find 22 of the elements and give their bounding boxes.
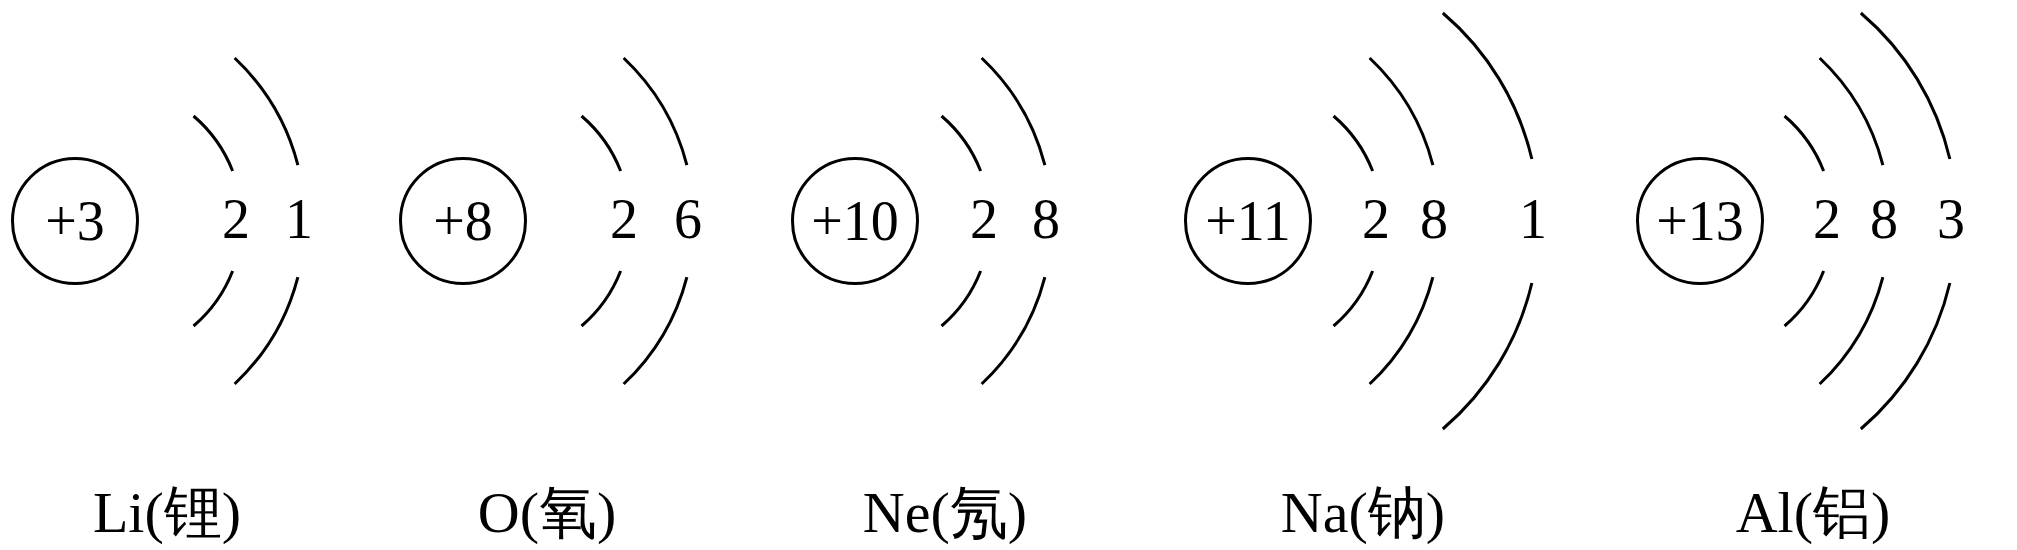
- element-name: Na(钠): [1280, 484, 1446, 542]
- electron-count: 2: [610, 191, 638, 247]
- electron-count: 3: [1937, 191, 1965, 247]
- electron-count: 2: [1362, 191, 1390, 247]
- nuclear-charge: +10: [811, 193, 899, 249]
- nuclear-charge: +3: [45, 193, 105, 249]
- electron-count: 2: [222, 191, 250, 247]
- nuclear-charge: +8: [433, 193, 493, 249]
- nuclear-charge: +11: [1205, 193, 1291, 249]
- electron-count: 8: [1420, 191, 1448, 247]
- electron-count: 2: [970, 191, 998, 247]
- element-name: Ne(氖): [862, 484, 1028, 542]
- nuclear-charge: +13: [1656, 193, 1744, 249]
- element-name: Al(铝): [1735, 484, 1891, 542]
- element-name: Li(锂): [92, 484, 242, 542]
- element-name: O(氧): [477, 484, 617, 542]
- electron-count: 6: [674, 191, 702, 247]
- electron-count: 1: [285, 191, 313, 247]
- electron-count: 8: [1032, 191, 1060, 247]
- electron-count: 8: [1870, 191, 1898, 247]
- electron-count: 2: [1813, 191, 1841, 247]
- electron-count: 1: [1519, 191, 1547, 247]
